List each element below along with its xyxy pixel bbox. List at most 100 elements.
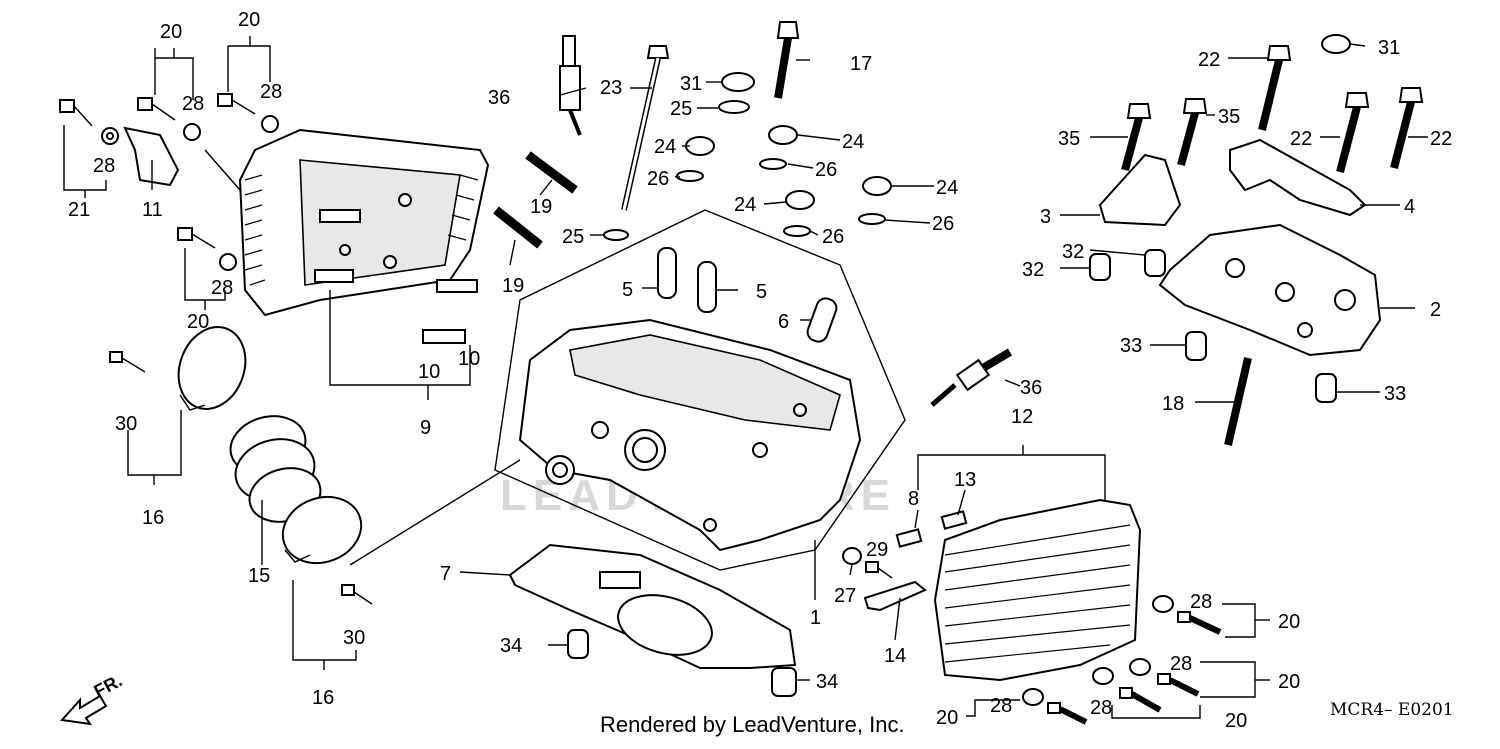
dowel-33-a[interactable]: [1185, 331, 1207, 361]
nut-28-c[interactable]: [261, 115, 279, 133]
washer-26-a[interactable]: [759, 158, 787, 170]
valve-guide-5-a[interactable]: [657, 247, 677, 299]
bolt-17[interactable]: [774, 21, 800, 99]
nut-28-h[interactable]: [1022, 688, 1044, 706]
bracket-11[interactable]: [123, 126, 180, 187]
nut-24-d[interactable]: [862, 176, 892, 196]
bracket-14[interactable]: [863, 580, 927, 612]
bolt-35-a[interactable]: [1121, 103, 1152, 172]
dowel-32-a[interactable]: [1089, 253, 1111, 281]
label-19: 19: [502, 275, 524, 297]
nut-28-d[interactable]: [219, 253, 237, 271]
label-8: 8: [908, 488, 919, 510]
label-24: 24: [654, 136, 676, 158]
bolt-29[interactable]: [865, 561, 893, 579]
bolt-22-b[interactable]: [1336, 92, 1370, 174]
label-31: 31: [1378, 37, 1400, 59]
bolt-20-e[interactable]: [1157, 673, 1200, 697]
washer-27[interactable]: [842, 547, 862, 565]
label-6: 6: [778, 311, 789, 333]
nut-24-b[interactable]: [685, 136, 715, 156]
washer-26-c[interactable]: [783, 225, 811, 237]
label-18: 18: [1162, 393, 1184, 415]
nut-28-g[interactable]: [1092, 667, 1114, 685]
nut-28-f[interactable]: [1129, 658, 1151, 676]
label-1: 1: [810, 607, 821, 629]
nut-24-a[interactable]: [768, 125, 798, 145]
label-29: 29: [866, 539, 888, 561]
nut-24-c[interactable]: [785, 190, 815, 210]
rubber-10-a[interactable]: [436, 279, 478, 293]
cylinder-head-box: [494, 209, 906, 571]
gasket-7[interactable]: [508, 543, 797, 669]
front-label: FR.: [90, 670, 125, 701]
bolt-20-a[interactable]: [137, 97, 176, 121]
dowel-34-a[interactable]: [567, 629, 589, 659]
label-34: 34: [500, 635, 522, 657]
dowel-34-b[interactable]: [771, 667, 797, 697]
label-20: 20: [1278, 611, 1300, 633]
bracket-3[interactable]: [1098, 153, 1182, 227]
washer-26-d[interactable]: [858, 213, 886, 225]
nut-31-b[interactable]: [1321, 34, 1351, 54]
stud-19-b[interactable]: [493, 206, 543, 249]
washer-25-b[interactable]: [603, 229, 629, 241]
label-26: 26: [932, 213, 954, 235]
nut-28-e[interactable]: [1152, 595, 1174, 613]
clamp-16-a[interactable]: [168, 318, 257, 419]
label-32: 32: [1062, 241, 1084, 263]
label-33: 33: [1384, 383, 1406, 405]
rubber-8[interactable]: [895, 528, 923, 548]
dowel-6[interactable]: [805, 296, 839, 344]
label-25: 25: [670, 98, 692, 120]
nut-28-a[interactable]: [101, 127, 119, 145]
rubber-10-b[interactable]: [422, 329, 466, 344]
label-28: 28: [211, 277, 233, 299]
bolt-21[interactable]: [59, 99, 93, 127]
stud-23[interactable]: [621, 45, 670, 211]
rocker-holder-2[interactable]: [1158, 223, 1382, 357]
clamp-16-b[interactable]: [273, 486, 370, 574]
bolt-22-c[interactable]: [1390, 87, 1424, 169]
washer-26-b[interactable]: [676, 170, 704, 182]
label-28: 28: [1170, 653, 1192, 675]
bolt-20-b[interactable]: [217, 93, 256, 115]
label-25: 25: [562, 226, 584, 248]
washer-25-a[interactable]: [718, 100, 750, 114]
dowel-33-b[interactable]: [1315, 373, 1337, 403]
valve-guide-5-b[interactable]: [697, 261, 717, 313]
spark-plug-36-b[interactable]: [930, 348, 1013, 407]
screw-30-a[interactable]: [109, 351, 146, 373]
bolt-22-a[interactable]: [1258, 45, 1292, 131]
oil-pipe-4[interactable]: [1229, 138, 1367, 217]
label-24: 24: [734, 194, 756, 216]
label-12: 12: [1011, 406, 1033, 428]
label-26: 26: [647, 168, 669, 190]
bolt-20-g[interactable]: [1047, 702, 1088, 725]
bolt-35-b[interactable]: [1177, 98, 1208, 167]
screw-30-b[interactable]: [341, 584, 373, 605]
label-26: 26: [822, 226, 844, 248]
label-28: 28: [1190, 591, 1212, 613]
nut-28-b[interactable]: [183, 123, 201, 141]
side-cover-12[interactable]: [933, 498, 1142, 682]
bolt-20-c[interactable]: [177, 227, 216, 249]
label-35: 35: [1218, 106, 1240, 128]
label-33: 33: [1120, 335, 1142, 357]
label-9: 9: [420, 417, 431, 439]
rubber-13[interactable]: [940, 510, 968, 530]
part-labels: 20 20 28 28 28 21 11 28 20 10 10 9 30 16…: [68, 9, 1452, 732]
label-28: 28: [1090, 697, 1112, 719]
spark-plug-36-a[interactable]: [559, 35, 582, 136]
nut-31-a[interactable]: [721, 72, 755, 92]
label-20: 20: [238, 9, 260, 31]
cylinder-head[interactable]: [518, 318, 862, 552]
front-arrow-icon: FR.: [60, 670, 125, 726]
label-5: 5: [622, 279, 633, 301]
label-22: 22: [1198, 49, 1220, 71]
label-2: 2: [1430, 299, 1441, 321]
bolt-20-f[interactable]: [1119, 687, 1162, 713]
dowel-32-b[interactable]: [1144, 249, 1166, 277]
bolt-20-d[interactable]: [1177, 611, 1222, 635]
stud-19-a[interactable]: [525, 151, 578, 194]
